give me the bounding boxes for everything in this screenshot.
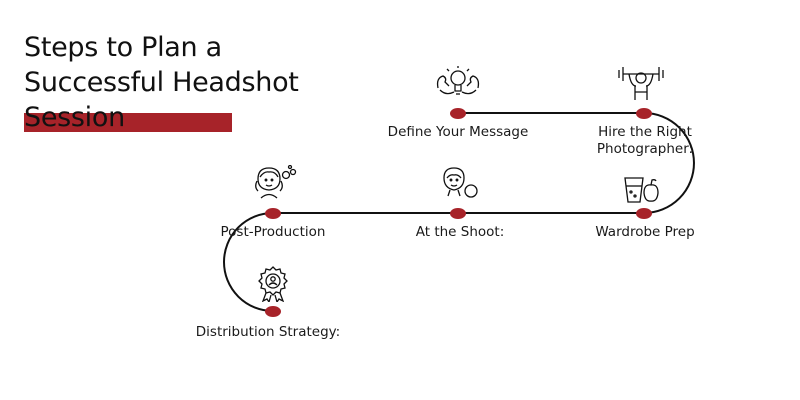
lightbulb-flex-icon: [434, 66, 482, 106]
step-label-line: Hire the Right: [598, 124, 692, 140]
page-title: Steps to Plan a Successful Headshot Sess…: [24, 30, 384, 135]
step-marker: [450, 108, 466, 119]
step-marker: [265, 306, 281, 317]
woman-thought-icon: [252, 164, 300, 203]
title-highlight-bar: [24, 113, 232, 132]
step-marker: [636, 108, 652, 119]
title-line-3: Session: [24, 102, 125, 133]
step-label-distribution-strategy: Distribution Strategy:: [195, 324, 341, 340]
step-marker: [450, 208, 466, 219]
step-marker: [265, 208, 281, 219]
step-label-define-message: Define Your Message: [387, 124, 529, 140]
glass-apple-icon: [622, 174, 662, 208]
weightlifter-icon: [617, 64, 665, 106]
award-badge-icon: [256, 266, 290, 306]
step-label-post-production: Post-Production: [220, 224, 326, 240]
step-label-hire-photographer: Hire the Right Photographer:: [560, 124, 730, 158]
thinking-person-icon: [438, 166, 480, 204]
title-line-2: Successful Headshot: [24, 67, 299, 98]
step-label-wardrobe-prep: Wardrobe Prep: [595, 224, 695, 240]
title-line-1: Steps to Plan a: [24, 32, 222, 63]
step-label-at-the-shoot: At the Shoot:: [415, 224, 505, 240]
step-marker: [636, 208, 652, 219]
step-label-line: Photographer:: [596, 141, 694, 157]
